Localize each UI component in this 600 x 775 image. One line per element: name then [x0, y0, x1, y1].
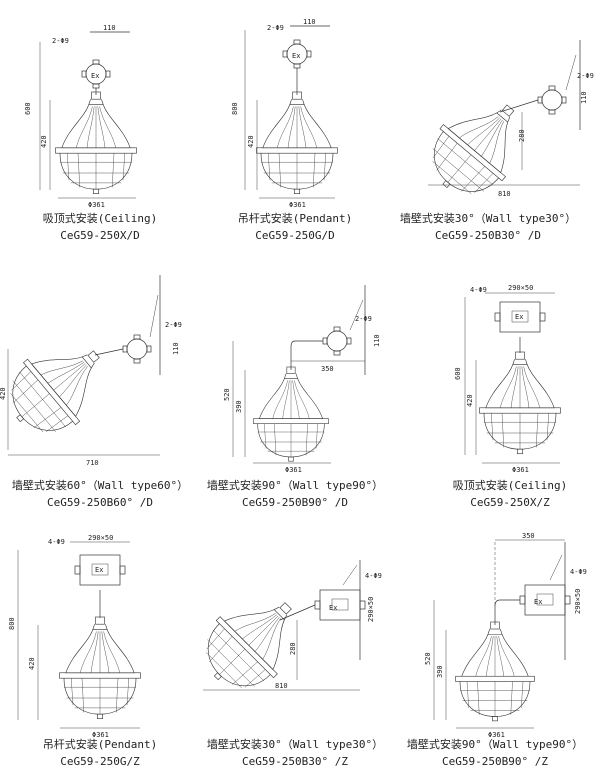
- diagram-wall90-d: 2-Φ9 110 350 520 390 Φ361 墙壁式安装90°（Wall …: [195, 265, 395, 515]
- diagram-ceiling-d: 110 2-Φ9 Ex 600 420 Φ361 吸顶式安装(Ceiling) C…: [0, 0, 200, 250]
- dim-arm: 350: [522, 532, 535, 540]
- dim-height: 800: [231, 102, 239, 115]
- dim-length: 710: [86, 459, 99, 467]
- model-number: CeG59-250B90° /D: [242, 496, 348, 509]
- diagram-wall30-z: Ex 4-Φ9 290×50 280 810 墙壁式安装30°（Wall typ…: [187, 530, 395, 775]
- dim-height: 280: [289, 642, 297, 655]
- caption: 墙壁式安装60°（Wall type60°） CeG59-250B60° /D: [12, 477, 188, 511]
- dim-width: 110: [172, 342, 180, 355]
- ex-mark: Ex: [515, 313, 523, 321]
- caption: 吊杆式安装(Pendant) CeG59-250G/D: [238, 210, 353, 244]
- dim-height-lamp: 420: [40, 135, 48, 148]
- dim-width: 110: [373, 334, 381, 347]
- diagram-wall30-d: 2-Φ9 110 280 810 墙壁式安装30°（Wall type30°） C…: [400, 0, 600, 250]
- dim-height-lamp: 390: [235, 400, 243, 413]
- dim-diameter: Φ361: [88, 201, 105, 209]
- ex-mark: Ex: [534, 598, 542, 606]
- dim-height-lamp: 420: [247, 135, 255, 148]
- dim-length: 810: [498, 190, 511, 198]
- diagram-ceiling-z: 290×50 4-Φ9 Ex 600 420 Φ361 吸顶式安装(Ceilin…: [410, 265, 600, 515]
- dim-width: 110: [103, 24, 116, 32]
- dim-diameter: Φ361: [92, 731, 109, 739]
- dim-width: 110: [303, 18, 316, 26]
- dim-arm: 350: [321, 365, 334, 373]
- dim-height: 520: [223, 388, 231, 401]
- dim-height: 420: [0, 387, 7, 400]
- dim-holes: 2-Φ9: [165, 321, 182, 329]
- caption-title: 吸顶式安装(Ceiling): [452, 479, 568, 492]
- caption: 墙壁式安装90°（Wall type90°） CeG59-250B90° /Z: [407, 736, 583, 770]
- ex-mark: Ex: [91, 72, 99, 80]
- dim-width: 110: [580, 91, 588, 104]
- caption-title: 墙壁式安装60°（Wall type60°）: [11, 479, 189, 492]
- model-number: CeG59-250B30° /D: [435, 229, 541, 242]
- model-number: CeG59-250B90° /Z: [442, 755, 548, 768]
- ex-mark: Ex: [292, 52, 300, 60]
- dim-height-lamp: 420: [28, 657, 36, 670]
- caption-title: 墙壁式安装30°（Wall type30°）: [206, 738, 384, 751]
- dim-holes: 4-Φ9: [48, 538, 65, 546]
- model-number: CeG59-250G/Z: [60, 755, 140, 768]
- ex-mark: Ex: [329, 604, 337, 612]
- caption-title: 墙壁式安装30°（Wall type30°）: [399, 212, 577, 225]
- caption: 吸顶式安装(Ceiling) CeG59-250X/D: [43, 210, 158, 244]
- model-number: CeG59-250X/D: [60, 229, 140, 242]
- dim-diameter: Φ361: [488, 731, 505, 739]
- dim-box: 290×50: [88, 534, 113, 542]
- model-number: CeG59-250X/Z: [470, 496, 550, 509]
- caption: 吸顶式安装(Ceiling) CeG59-250X/Z: [453, 477, 568, 511]
- caption-title: 墙壁式安装90°（Wall type90°）: [406, 738, 584, 751]
- dim-height-lamp: 390: [436, 665, 444, 678]
- dim-holes: 2-Φ9: [355, 315, 372, 323]
- ex-mark: Ex: [95, 566, 103, 574]
- caption: 墙壁式安装90°（Wall type90°） CeG59-250B90° /D: [207, 477, 383, 511]
- caption: 墙壁式安装30°（Wall type30°） CeG59-250B30° /Z: [207, 736, 383, 770]
- dim-box: 290×50: [508, 284, 533, 292]
- model-number: CeG59-250B60° /D: [47, 496, 153, 509]
- diagram-wall60-d: 2-Φ9 110 420 710 墙壁式安装60°（Wall type60°） C…: [0, 265, 200, 515]
- model-number: CeG59-250B30° /Z: [242, 755, 348, 768]
- dim-holes: 4-Φ9: [470, 286, 487, 294]
- caption: 墙壁式安装30°（Wall type30°） CeG59-250B30° /D: [400, 210, 576, 244]
- dim-holes: 4-Φ9: [365, 572, 382, 580]
- dim-diameter: Φ361: [512, 466, 529, 474]
- dim-length: 810: [275, 682, 288, 690]
- dim-box: 290×50: [367, 597, 375, 622]
- dim-height: 520: [424, 652, 432, 665]
- dim-holes: 2-Φ9: [52, 37, 69, 45]
- diagram-pendant-z: 290×50 4-Φ9 Ex 800 420 Φ361 吊杆式安装(Pendan…: [0, 530, 200, 775]
- caption: 吊杆式安装(Pendant) CeG59-250G/Z: [43, 736, 158, 770]
- dim-holes: 2-Φ9: [577, 72, 594, 80]
- dim-diameter: Φ361: [289, 201, 306, 209]
- caption-title: 吊杆式安装(Pendant): [237, 212, 353, 225]
- dim-height: 800: [8, 617, 16, 630]
- dim-height-lamp: 420: [466, 394, 474, 407]
- diagram-wall90-z: 350 Ex 4-Φ9 290×50 520 390 Φ361 墙壁式安装90°…: [407, 530, 600, 775]
- caption-title: 吸顶式安装(Ceiling): [42, 212, 158, 225]
- caption-title: 墙壁式安装90°（Wall type90°）: [206, 479, 384, 492]
- caption-title: 吊杆式安装(Pendant): [42, 738, 158, 751]
- dim-holes: 4-Φ9: [570, 568, 587, 576]
- dim-diameter: Φ361: [285, 466, 302, 474]
- dim-height: 280: [518, 129, 526, 142]
- diagram-pendant-d: 110 2-Φ9 Ex 800 420 Φ361 吊杆式安装(Pendant) C…: [195, 0, 395, 250]
- dim-height: 600: [454, 367, 462, 380]
- dim-holes: 2-Φ9: [267, 24, 284, 32]
- model-number: CeG59-250G/D: [255, 229, 335, 242]
- dim-height: 600: [24, 102, 32, 115]
- dim-box: 290×50: [574, 589, 582, 614]
